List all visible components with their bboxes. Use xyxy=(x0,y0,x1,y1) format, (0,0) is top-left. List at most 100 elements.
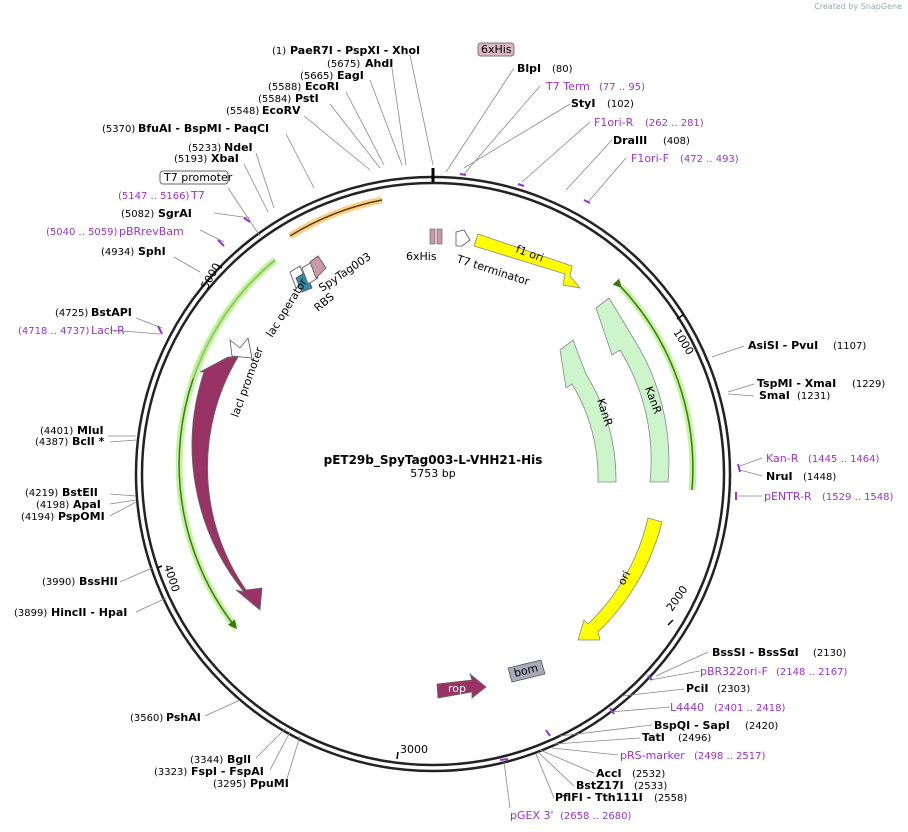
label-bom: bom xyxy=(513,661,540,680)
feature-t7-promoter[interactable]: T7 promoter xyxy=(159,170,233,185)
feature-laci[interactable]: lacI xyxy=(191,356,263,611)
svg-text:(2496): (2496) xyxy=(678,733,711,744)
site-eagi[interactable]: EagI xyxy=(337,69,364,82)
site-bcli[interactable]: BclI * xyxy=(72,435,105,448)
svg-text:(1): (1) xyxy=(272,46,286,57)
svg-text:(1529 .. 1548): (1529 .. 1548) xyxy=(822,492,894,503)
site-nrui[interactable]: NruI xyxy=(766,470,793,483)
site-tspmi[interactable]: TspMI - XmaI xyxy=(757,377,836,390)
tick-marks xyxy=(156,264,684,760)
site-fspi[interactable]: FspI - FspAI xyxy=(191,765,264,778)
svg-text:(5147 .. 5166): (5147 .. 5166) xyxy=(118,191,190,202)
primer-laci-r[interactable]: LacI-R xyxy=(91,324,125,337)
svg-text:(5548): (5548) xyxy=(226,106,259,117)
svg-text:(4198): (4198) xyxy=(36,500,69,511)
feature-kanr-outer[interactable]: KanR xyxy=(595,297,670,483)
svg-text:(4387): (4387) xyxy=(35,437,68,448)
label-6xhis: 6xHis xyxy=(406,250,437,263)
site-tati[interactable]: TatI xyxy=(642,731,665,744)
site-sgrai[interactable]: SgrAI xyxy=(158,207,192,220)
svg-text:(3323): (3323) xyxy=(154,767,187,778)
svg-text:(2148 .. 2167): (2148 .. 2167) xyxy=(776,667,848,678)
site-pshai[interactable]: PshAI xyxy=(166,711,201,724)
svg-text:(4725): (4725) xyxy=(55,308,88,319)
primer-pbrrevbam[interactable]: pBRrevBam xyxy=(119,225,184,238)
feature-bom[interactable]: bom xyxy=(507,659,546,683)
site-sphi[interactable]: SphI xyxy=(138,245,166,258)
svg-text:(102): (102) xyxy=(607,99,634,110)
site-ecori[interactable]: EcoRI xyxy=(305,80,339,93)
site-ppumi[interactable]: PpuMI xyxy=(250,777,289,790)
svg-text:(3560): (3560) xyxy=(130,713,163,724)
leader-lines xyxy=(108,54,763,809)
feature-6xhis[interactable]: 6xHis xyxy=(406,228,443,263)
svg-text:(1445 .. 1464): (1445 .. 1464) xyxy=(808,454,880,465)
site-apai[interactable]: ApaI xyxy=(73,498,101,511)
svg-text:(2558): (2558) xyxy=(654,793,687,804)
site-ndei[interactable]: NdeI xyxy=(224,141,253,154)
site-labels-right: BlpI (80) StyI (102) DraIII (408) AsiSI … xyxy=(517,62,885,804)
site-blpi[interactable]: BlpI xyxy=(517,62,541,75)
site-smai[interactable]: SmaI xyxy=(759,389,790,402)
site-styi[interactable]: StyI xyxy=(571,97,595,110)
svg-text:(3295): (3295) xyxy=(213,779,246,790)
primer-t7[interactable]: T7 xyxy=(190,189,205,202)
svg-text:(4934): (4934) xyxy=(101,247,134,258)
feature-spytag[interactable]: SpyTag003 xyxy=(309,250,373,294)
site-ecorv[interactable]: EcoRV xyxy=(262,104,301,117)
svg-text:(1448): (1448) xyxy=(803,472,836,483)
primer-kan-r[interactable]: Kan-R xyxy=(766,452,799,465)
feature-rbs[interactable]: RBS xyxy=(301,261,337,314)
svg-text:(5193): (5193) xyxy=(174,154,207,165)
feature-lac-operator[interactable]: lac operator xyxy=(264,265,313,340)
site-xbai[interactable]: XbaI xyxy=(211,152,239,165)
svg-text:(1231): (1231) xyxy=(797,391,830,402)
feature-rop[interactable]: rop xyxy=(436,672,487,699)
svg-text:(3899): (3899) xyxy=(14,608,47,619)
primer-prs-marker[interactable]: pRS-marker xyxy=(620,749,685,762)
backbone xyxy=(134,168,732,773)
site-bstapi[interactable]: BstAPI xyxy=(91,306,132,319)
primer-t7term[interactable]: T7 Term xyxy=(545,80,590,93)
primer-pgex3[interactable]: pGEX 3' xyxy=(510,809,554,822)
feature-kanr-inner[interactable]: KanR xyxy=(559,339,617,483)
svg-text:(408): (408) xyxy=(663,136,690,147)
site-bgli[interactable]: BglI xyxy=(227,753,251,766)
site-psti[interactable]: PstI xyxy=(295,92,319,105)
primer-pentr-r[interactable]: pENTR-R xyxy=(764,490,812,503)
primer-pbr322ori-f[interactable]: pBR322ori-F xyxy=(700,665,768,678)
svg-text:(2420): (2420) xyxy=(745,721,778,732)
site-bsssi[interactable]: BssSI - BssSαI xyxy=(712,646,799,659)
site-paer7i[interactable]: PaeR7I - PspXI - XhoI xyxy=(290,44,420,57)
feature-ori[interactable]: ori xyxy=(577,517,663,641)
svg-text:(262 .. 281): (262 .. 281) xyxy=(645,118,704,129)
primer-f1ori-r[interactable]: F1ori-R xyxy=(594,116,634,129)
tick-label-3000: 3000 xyxy=(400,743,428,756)
primer-l4440[interactable]: L4440 xyxy=(670,701,704,714)
label-spytag: SpyTag003 xyxy=(316,250,373,294)
site-pspomi[interactable]: PspOMI xyxy=(58,510,105,523)
site-pcii[interactable]: PciI xyxy=(686,682,708,695)
site-bsteii[interactable]: BstEII xyxy=(62,486,98,499)
site-mlui[interactable]: MluI xyxy=(77,424,104,437)
site-bstz17i[interactable]: BstZ17I xyxy=(576,779,624,792)
primer-labels: T7 Term (77 .. 95) F1ori-R (262 .. 281) … xyxy=(18,80,894,822)
site-ahdi[interactable]: AhdI xyxy=(365,57,393,70)
site-asisi[interactable]: AsiSI - PvuI xyxy=(748,339,818,352)
primer-f1ori-f[interactable]: F1ori-F xyxy=(631,152,669,165)
site-hincii[interactable]: HincII - HpaI xyxy=(51,606,127,619)
feature-6xhis-box[interactable]: 6xHis xyxy=(477,42,515,57)
site-acci[interactable]: AccI xyxy=(596,767,622,780)
svg-text:(5588): (5588) xyxy=(268,82,301,93)
site-bsshii[interactable]: BssHII xyxy=(79,575,118,588)
svg-text:(77 .. 95): (77 .. 95) xyxy=(599,82,645,93)
site-bspqi[interactable]: BspQI - SapI xyxy=(654,719,730,732)
svg-text:(5040 .. 5059): (5040 .. 5059) xyxy=(46,227,118,238)
site-pflfi[interactable]: PflFI - Tth111I xyxy=(555,791,643,804)
svg-text:(4401): (4401) xyxy=(40,426,73,437)
site-bfuai[interactable]: BfuAI - BspMI - PaqCI xyxy=(138,122,269,135)
site-draiii[interactable]: DraIII xyxy=(613,134,647,147)
svg-text:(4219): (4219) xyxy=(25,488,58,499)
feature-laci-promoter[interactable]: lacI promoter xyxy=(229,337,267,419)
